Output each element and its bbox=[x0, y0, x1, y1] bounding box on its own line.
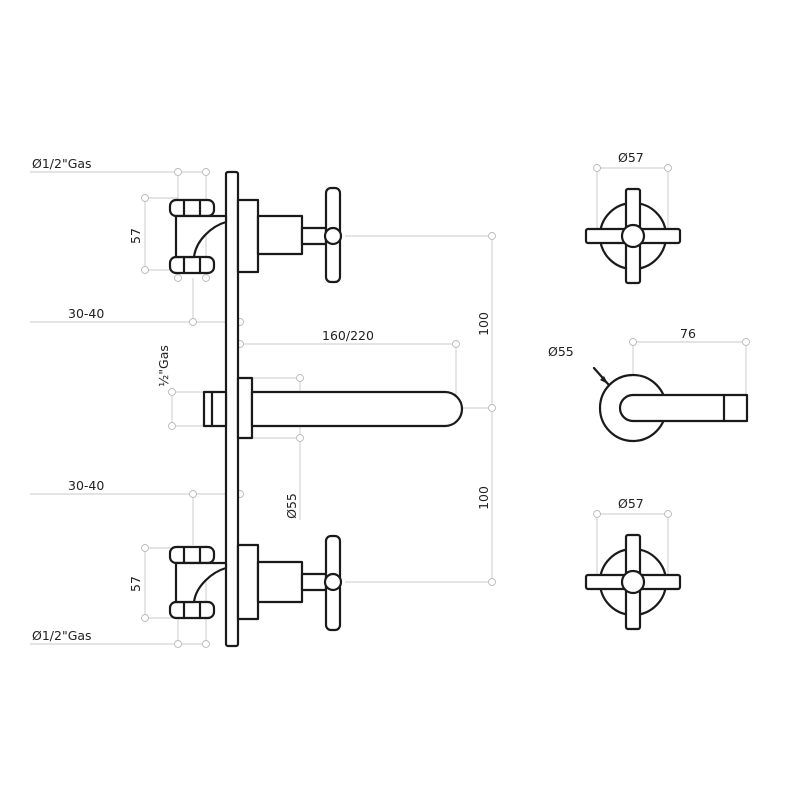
spout-gas-label: ½"Gas bbox=[156, 345, 171, 387]
spout-front bbox=[592, 366, 749, 443]
top-valve-side bbox=[168, 186, 343, 284]
wall-plate bbox=[224, 170, 240, 648]
top-handle-front bbox=[584, 187, 682, 285]
handle-diameter-label-top: Ø57 bbox=[618, 150, 644, 165]
handle-diameter-label-bottom: Ø57 bbox=[618, 496, 644, 511]
depth-label-bottom: 30-40 bbox=[68, 478, 104, 493]
spout-length-label: 160/220 bbox=[322, 328, 374, 343]
spout-side bbox=[202, 376, 464, 440]
bottom-valve-side bbox=[168, 534, 343, 632]
spacing-label-bottom: 100 bbox=[476, 486, 491, 510]
gas-label-bottom: Ø1/2"Gas bbox=[32, 628, 92, 643]
spout-diameter-label: Ø55 bbox=[284, 493, 299, 519]
height-label-bottom: 57 bbox=[128, 576, 143, 592]
height-label-top: 57 bbox=[128, 228, 143, 244]
depth-label-top: 30-40 bbox=[68, 306, 104, 321]
gas-label-top: Ø1/2"Gas bbox=[32, 156, 92, 171]
dimension-nodes bbox=[141, 164, 750, 648]
spacing-label-top: 100 bbox=[476, 312, 491, 336]
spout-front-length-label: 76 bbox=[680, 326, 696, 341]
spout-front-diameter-label: Ø55 bbox=[548, 344, 574, 359]
bottom-handle-front bbox=[584, 533, 682, 631]
